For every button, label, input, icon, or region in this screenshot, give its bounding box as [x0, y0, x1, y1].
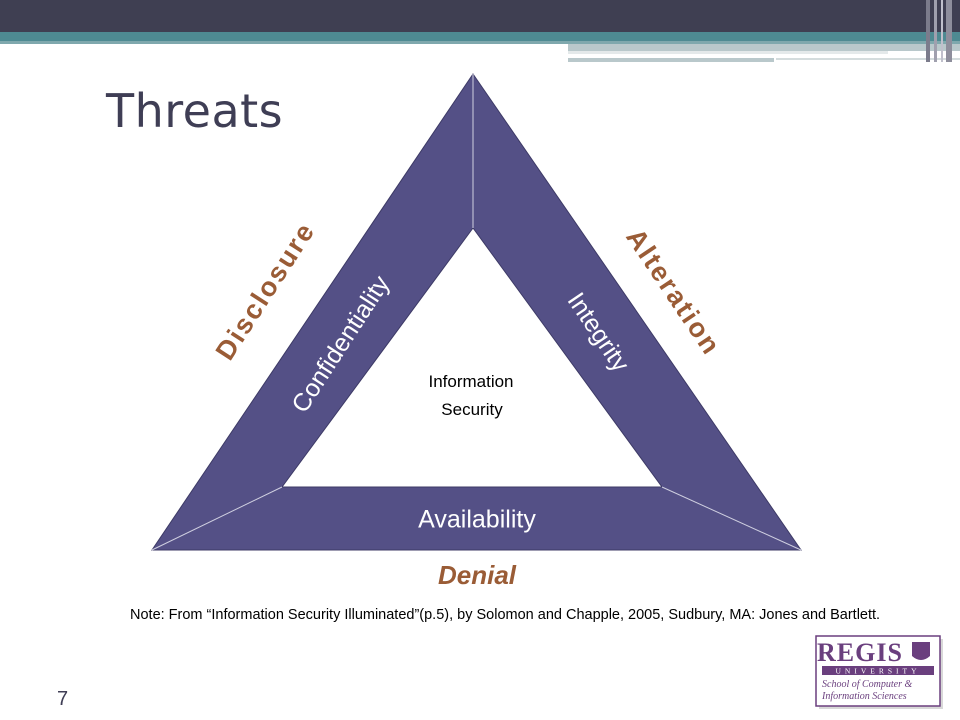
divider-right [661, 486, 802, 551]
center-label-line2: Security [441, 400, 503, 419]
logo-emblem-icon [912, 642, 930, 660]
regis-university-logo: REGIS UNIVERSITY School of Computer & In… [815, 635, 943, 709]
divider-left [151, 486, 283, 551]
logo-subtitle: UNIVERSITY [836, 667, 921, 676]
center-label-line1: Information [428, 372, 513, 391]
slide-title: Threats [106, 84, 284, 138]
logo-line2: Information Sciences [821, 691, 907, 702]
header-bar [0, 0, 960, 62]
logo-name: REGIS [817, 638, 903, 667]
citation-note: Note: From “Information Security Illumin… [130, 607, 881, 623]
page-number: 7 [57, 688, 69, 710]
threat-label-denial: Denial [438, 560, 517, 590]
triad-triangle [151, 73, 802, 551]
side-label-availability: Availability [418, 506, 536, 534]
logo-line1: School of Computer & [822, 679, 912, 690]
